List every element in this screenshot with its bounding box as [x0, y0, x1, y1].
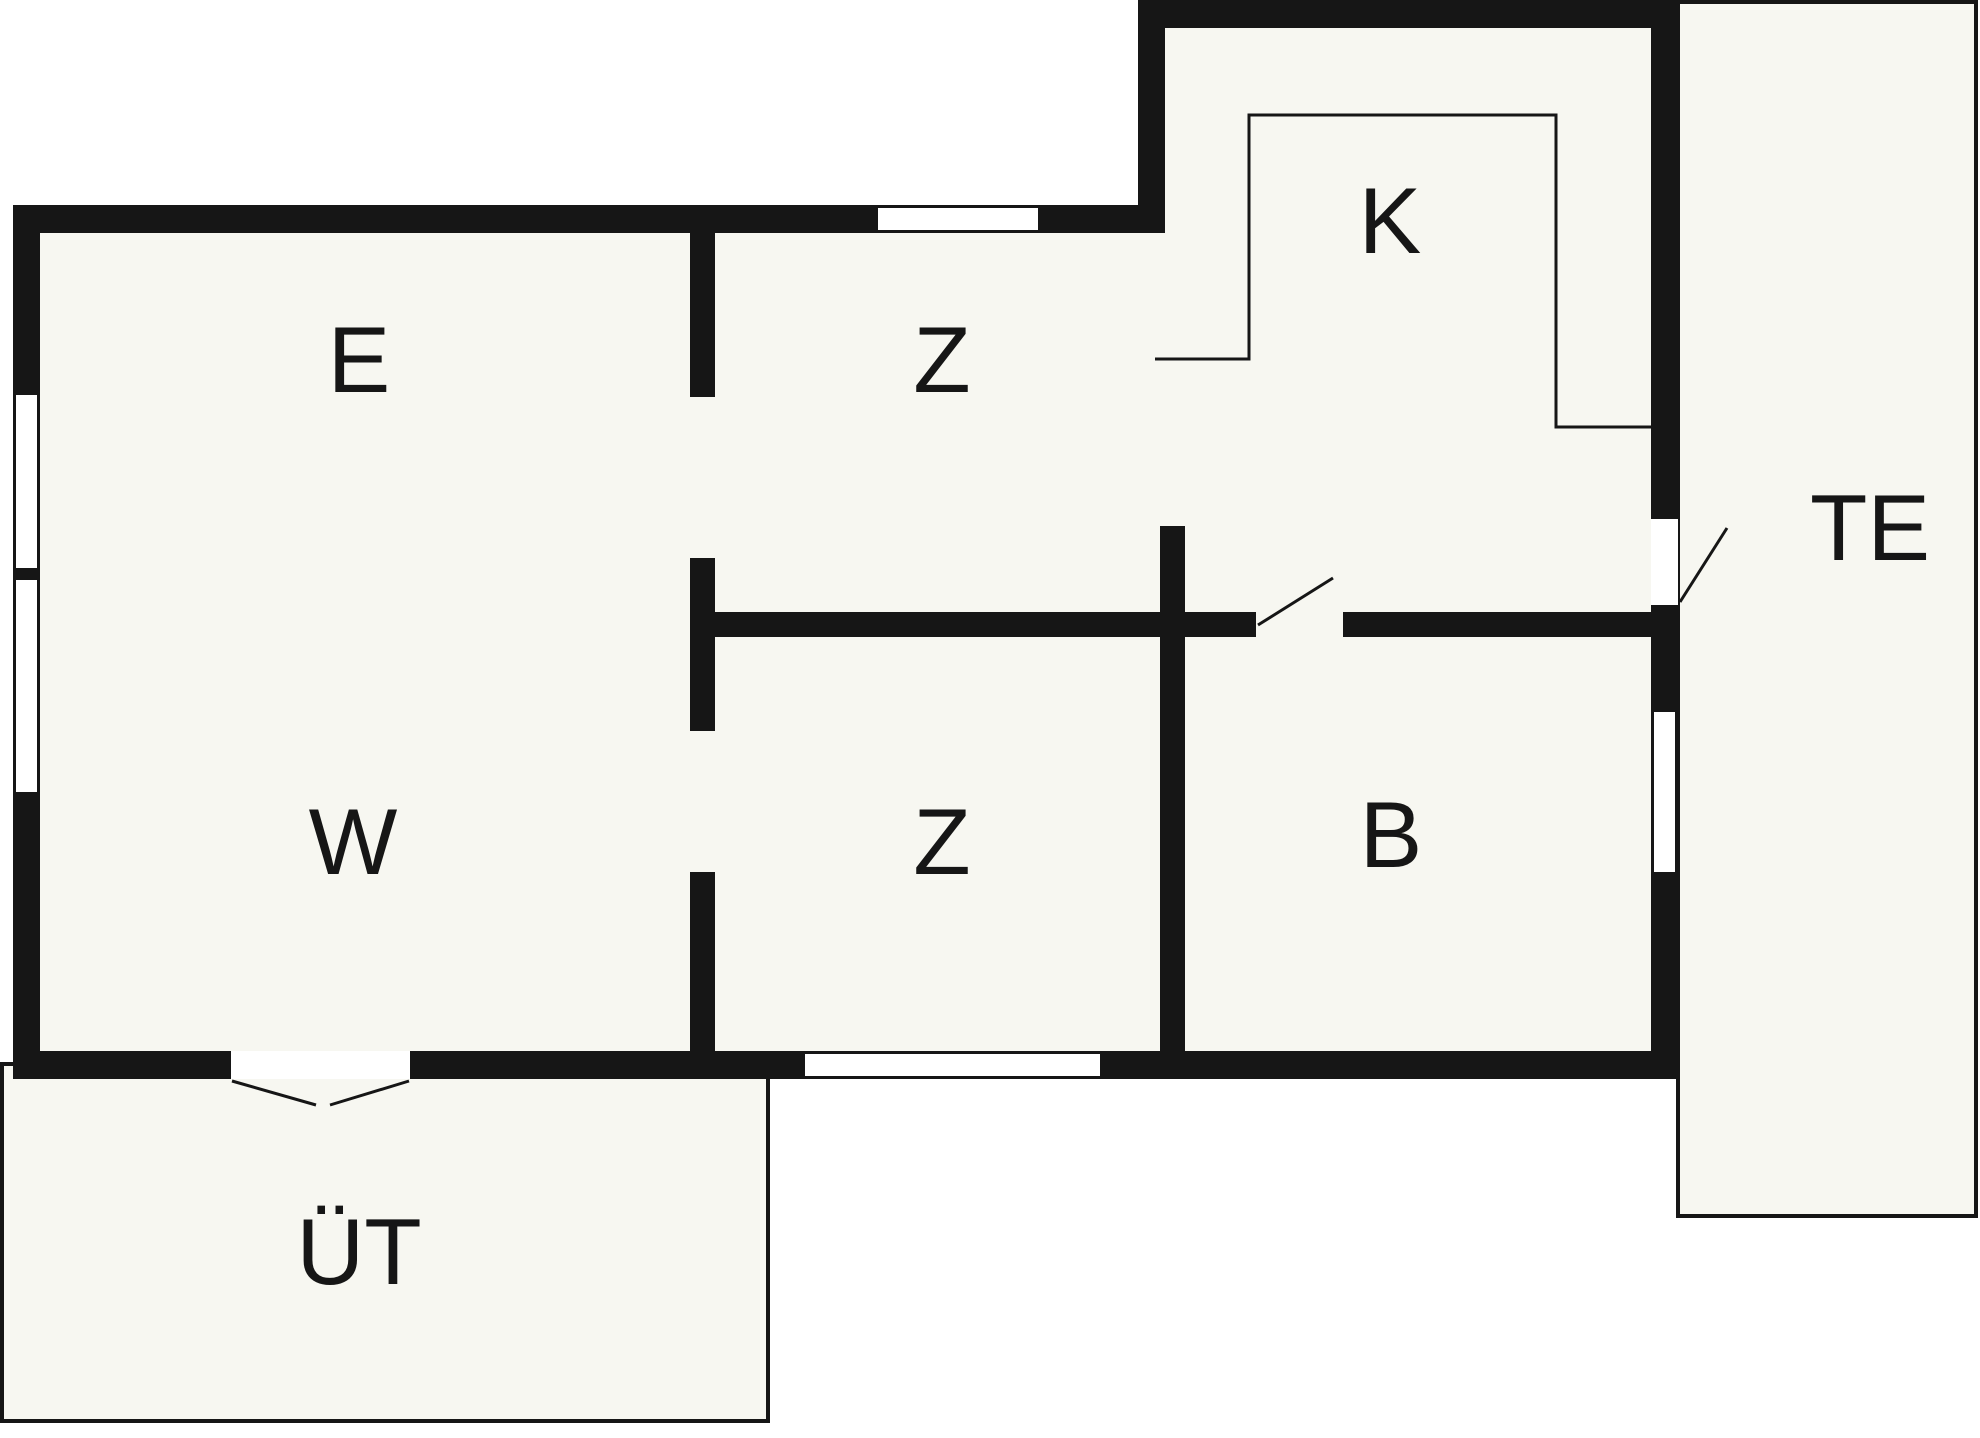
- door-opening-te: [1651, 519, 1678, 605]
- window-left-lower-gap: [13, 580, 40, 792]
- wall-w-z-divider-lower: [690, 872, 715, 1051]
- door-leaf-ut-right: [329, 1079, 410, 1107]
- room-label-ut: ÜT: [296, 1199, 421, 1304]
- door-swings: [231, 527, 1729, 1107]
- window-bottom: [805, 1051, 1100, 1079]
- window-left-upper: [13, 395, 40, 568]
- room-label-z-bottom: Z: [913, 789, 970, 894]
- kitchen-counter-outline: [1155, 113, 1651, 429]
- windows: [13, 205, 1678, 1079]
- window-right-gap: [1651, 712, 1678, 872]
- room-label-k: K: [1359, 168, 1422, 273]
- door-openings: [231, 519, 1678, 1079]
- window-left-upper-gap: [13, 395, 40, 568]
- wall-corridor-right-segment: [1343, 612, 1651, 637]
- terrace-te-area: [1676, 0, 1978, 1218]
- window-left-lower: [13, 580, 40, 792]
- door-leaf-te: [1678, 527, 1729, 603]
- wall-extension-left: [1138, 0, 1165, 233]
- wall-extension-top: [1138, 0, 1678, 28]
- room-label-z-top: Z: [913, 307, 970, 412]
- door-leaf-hall: [1257, 576, 1334, 627]
- room-label-w: W: [309, 789, 398, 894]
- door-opening-ut: [231, 1051, 410, 1079]
- window-top: [878, 205, 1038, 233]
- door-leaf-ut-left: [231, 1079, 317, 1107]
- wall-e-z-divider: [690, 233, 715, 397]
- room-label-e: E: [328, 307, 391, 412]
- wall-w-z-divider-upper: [690, 558, 715, 731]
- room-label-b: B: [1360, 782, 1423, 887]
- window-right: [1651, 712, 1678, 872]
- window-bottom-gap: [805, 1051, 1100, 1079]
- window-top-gap: [878, 205, 1038, 233]
- room-label-te: TE: [1810, 475, 1930, 580]
- building-floor: [13, 0, 1678, 1079]
- wall-z-b-divider: [1160, 526, 1185, 1051]
- room-labels: E Z K TE W Z B ÜT: [296, 168, 1930, 1304]
